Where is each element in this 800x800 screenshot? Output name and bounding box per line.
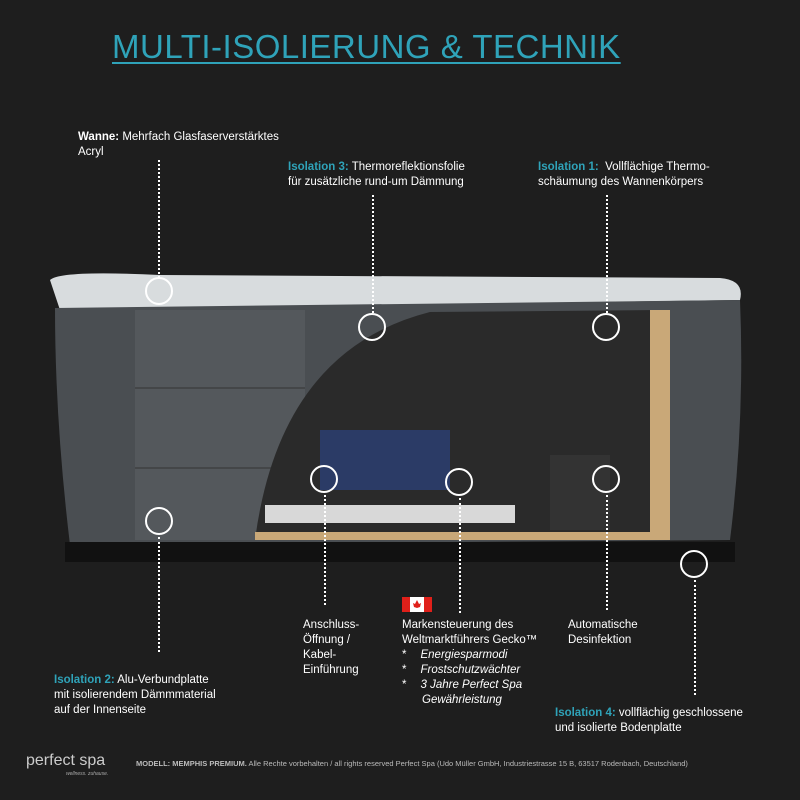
iso4-text1: vollflächig geschlossene	[618, 707, 743, 719]
leader-gecko	[459, 498, 461, 613]
footer-model: MODELL: MEMPHIS PREMIUM.	[136, 759, 247, 768]
marker-wanne	[145, 277, 173, 305]
label-isolation-4: Isolation 4: vollflächig geschlossene un…	[555, 706, 743, 736]
label-isolation-1: Isolation 1: Vollflächige Thermo- schäum…	[538, 160, 710, 190]
anschluss-line: Anschluss-	[303, 619, 360, 631]
marker-gecko	[445, 468, 473, 496]
iso1-text2: schäumung des Wannenkörpers	[538, 176, 704, 188]
leader-anschluss	[324, 495, 326, 605]
perfect-spa-logo: perfect spa	[26, 752, 106, 769]
anschluss-line: Einführung	[303, 664, 359, 676]
logo-tagline: wellness. zuhause.	[66, 771, 109, 777]
gecko-line1: Markensteuerung des	[402, 619, 514, 631]
iso3-head: Isolation 3:	[288, 161, 349, 173]
marker-isolation-1	[592, 313, 620, 341]
label-wanne: Wanne: Mehrfach Glasfaserverstärktes Acr…	[78, 130, 279, 160]
iso4-text2: und isolierte Bodenplatte	[555, 722, 682, 734]
leader-isolation-4	[694, 580, 696, 695]
marker-anschluss	[310, 465, 338, 493]
iso3-text1: Thermoreflektionsfolie	[351, 161, 465, 173]
iso2-head: Isolation 2:	[54, 674, 115, 686]
leader-wanne	[158, 160, 160, 278]
marker-desinfektion	[592, 465, 620, 493]
footer-text: MODELL: MEMPHIS PREMIUM. Alle Rechte vor…	[136, 759, 688, 768]
bullet: *	[402, 664, 407, 676]
marker-isolation-2	[145, 507, 173, 535]
desinfektion-line: Automatische	[568, 619, 638, 631]
gecko-bullet: 3 Jahre Perfect Spa	[420, 679, 523, 691]
leader-isolation-2	[158, 537, 160, 652]
gecko-bullet: Energiesparmodi	[420, 649, 508, 661]
leader-isolation-1	[606, 195, 608, 313]
iso4-head: Isolation 4:	[555, 707, 616, 719]
bullet: *	[402, 679, 407, 691]
label-isolation-3: Isolation 3: Thermoreflektionsfolie für …	[288, 160, 465, 190]
iso2-text2: mit isolierendem Dämmmaterial	[54, 689, 216, 701]
iso2-text1: Alu-Verbundplatte	[117, 674, 209, 686]
footer-copyright: Alle Rechte vorbehalten / all rights res…	[248, 759, 688, 768]
wanne-text2: Acryl	[78, 146, 104, 158]
marker-isolation-3	[358, 313, 386, 341]
desinfektion-line: Desinfektion	[568, 634, 632, 646]
page-title: MULTI-ISOLIERUNG & TECHNIK	[112, 28, 621, 65]
wanne-text1: Mehrfach Glasfaserverstärktes	[122, 131, 279, 143]
label-anschluss: Anschluss- Öffnung / Kabel- Einführung	[303, 618, 359, 678]
iso1-text1: Vollflächige Thermo-	[605, 161, 710, 173]
iso1-head: Isolation 1:	[538, 161, 599, 173]
gecko-bullet: Gewährleistung	[422, 694, 502, 706]
leader-isolation-3	[372, 195, 374, 313]
gecko-bullet: Frostschutzwächter	[420, 664, 521, 676]
iso2-text3: auf der Innenseite	[54, 704, 147, 716]
marker-isolation-4	[680, 550, 708, 578]
canada-flag-icon	[402, 597, 432, 612]
anschluss-line: Öffnung /	[303, 634, 351, 646]
spa-illustration	[50, 273, 742, 562]
iso3-text2: für zusätzliche rund-um Dämmung	[288, 176, 464, 188]
gecko-line2: Weltmarktführers Gecko™	[402, 634, 538, 646]
label-isolation-2: Isolation 2: Alu-Verbundplatte mit isoli…	[54, 673, 216, 718]
label-gecko: Markensteuerung des Weltmarktführers Gec…	[402, 618, 537, 708]
anschluss-line: Kabel-	[303, 649, 337, 661]
label-desinfektion: Automatische Desinfektion	[568, 618, 638, 648]
leader-desinfektion	[606, 495, 608, 610]
wanne-head: Wanne:	[78, 131, 120, 143]
bullet: *	[402, 649, 407, 661]
